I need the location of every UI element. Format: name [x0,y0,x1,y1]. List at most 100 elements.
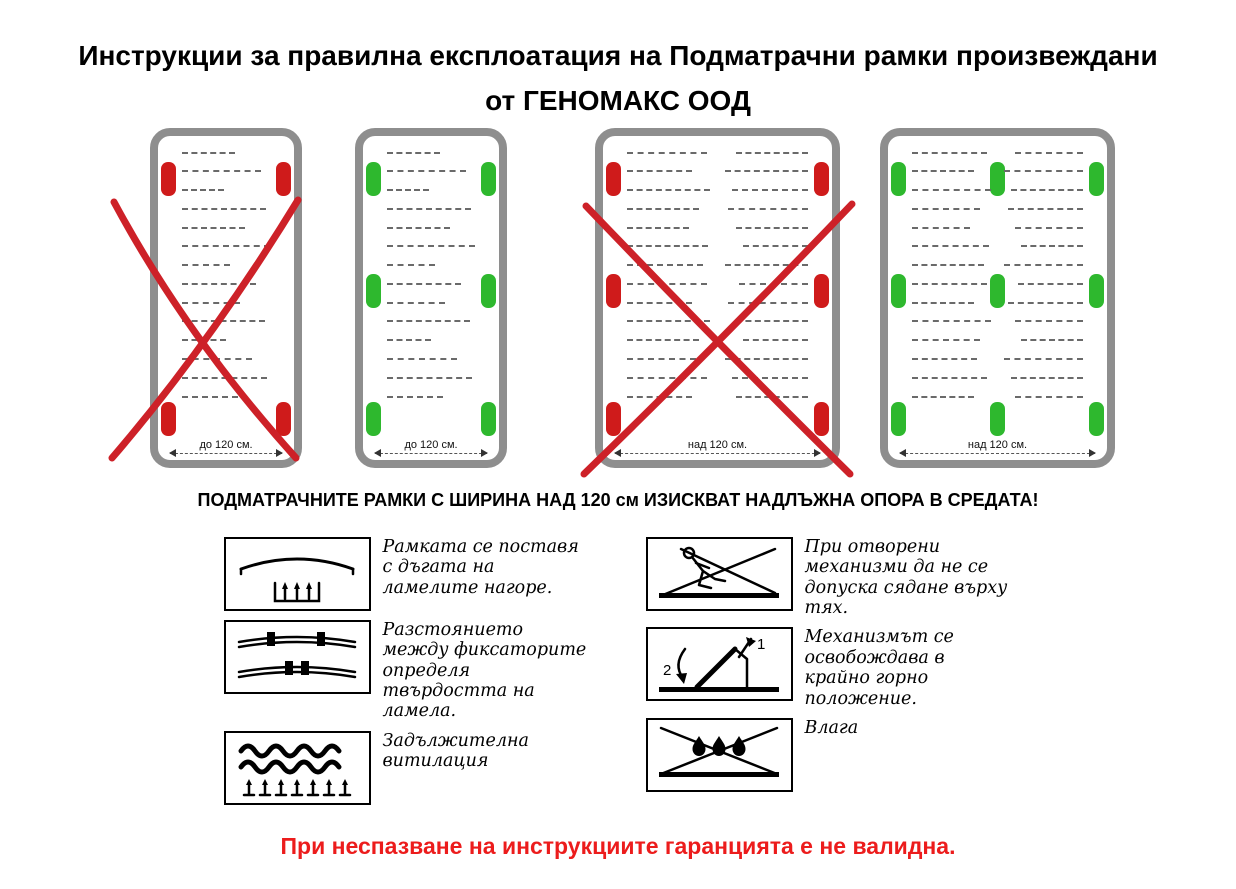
slat-row [912,189,1083,192]
slat-line [182,264,231,267]
ventilation-icon [238,743,352,797]
slat-row [387,339,475,342]
corner-marker [366,161,381,196]
slat-line [387,226,451,229]
slat-row [182,189,270,192]
instruction-icon-box [645,718,793,793]
slats [627,151,808,398]
slat-row [627,170,808,173]
slats [182,151,270,398]
instruction-text: Разстоянието между фиксаторите определя … [382,619,587,722]
slat-line [1004,170,1083,173]
slat-row [387,320,475,323]
width-measurement: до 120 см. [374,439,488,458]
slat-line [735,395,808,398]
side-marker [606,273,621,308]
slat-line [728,301,808,304]
slat-row [912,264,1083,267]
slat-line [912,189,991,192]
slat-line [627,376,707,379]
slat-line [739,282,808,285]
slat-line [387,358,458,361]
slat-row [387,395,475,398]
slat-line [627,151,707,154]
instruction-icon-box [223,730,371,805]
slat-line [182,189,225,192]
slat-row [182,170,270,173]
step-1-label: 1 [757,636,765,653]
slat-row [627,320,808,323]
slat-line [742,339,808,342]
slat-row [182,358,270,361]
width-measurement: над 120 см. [899,438,1096,458]
title-line-1: Инструкции за правилна експлоатация на П… [78,40,1158,71]
slat-line [627,320,711,323]
corner-marker [366,401,381,436]
slat-line [387,339,431,342]
slat-line [627,358,696,361]
slat-line [1004,358,1083,361]
corner-marker [1089,161,1104,196]
title-line-2: от ГЕНОМАКС ООД [485,84,751,116]
slat-row [182,376,270,379]
corner-marker [891,401,906,436]
slat-row [182,245,270,248]
frame-diagrams-row: до 120 см. до 120 см. [0,127,1236,478]
slat-line [1018,282,1083,285]
center-marker [989,161,1005,196]
slat-row [627,301,808,304]
instruction-text: Механизмът се освобождава в крайно горно… [804,627,954,709]
corner-marker [814,401,829,436]
width-label: над 120 см. [687,438,748,451]
slat-line [728,207,808,210]
slat-line [627,395,693,398]
corner-marker [276,401,291,436]
measure-arrow [614,449,821,458]
instruction-text: При отворени механизми да не се допуска … [804,536,1008,618]
slat-row [912,207,1083,210]
slat-row [387,207,475,210]
slat-line [387,376,473,379]
slat-row [912,282,1083,285]
slat-line [1007,301,1083,304]
slat-row [387,151,475,154]
slat-line [182,320,265,323]
slat-line [912,339,981,342]
slat-line [387,320,470,323]
instruction-item: При отворени механизми да не се допуска … [645,536,1013,619]
no-moisture-icon [659,727,779,778]
side-marker [1089,273,1104,308]
slat-row [182,301,270,304]
slat-line [912,320,991,323]
step-2-label: 2 [663,662,671,679]
slat-line [182,151,235,154]
instruction-item: Разстоянието между фиксаторите определя … [223,619,591,722]
instruction-icon-box [223,536,371,611]
slat-line [182,395,239,398]
width-label: над 120 см. [967,438,1028,451]
slat-row [387,264,475,267]
slat-line [182,226,246,229]
measure-arrow [374,449,488,458]
page-title: Инструкции за правилна експлоатация на П… [0,0,1236,124]
instruction-icon-box: 1 2 [645,627,793,702]
slat-row [182,320,270,323]
slat-line [627,245,709,248]
slat-row [182,226,270,229]
slat-line [731,189,808,192]
slat-line [387,301,446,304]
slat-line [182,282,256,285]
slat-line [1014,226,1083,229]
slat-row [627,264,808,267]
slat-line [1004,264,1083,267]
slat-line [912,395,974,398]
slat-row [912,339,1083,342]
frame-wrong-wide: над 120 см. [595,127,840,468]
slat-line [182,358,253,361]
slat-row [387,301,475,304]
slat-line [735,151,808,154]
slat-line [912,170,974,173]
slat-line [387,170,467,173]
width-label: до 120 см. [199,438,253,451]
slat-row [627,282,808,285]
